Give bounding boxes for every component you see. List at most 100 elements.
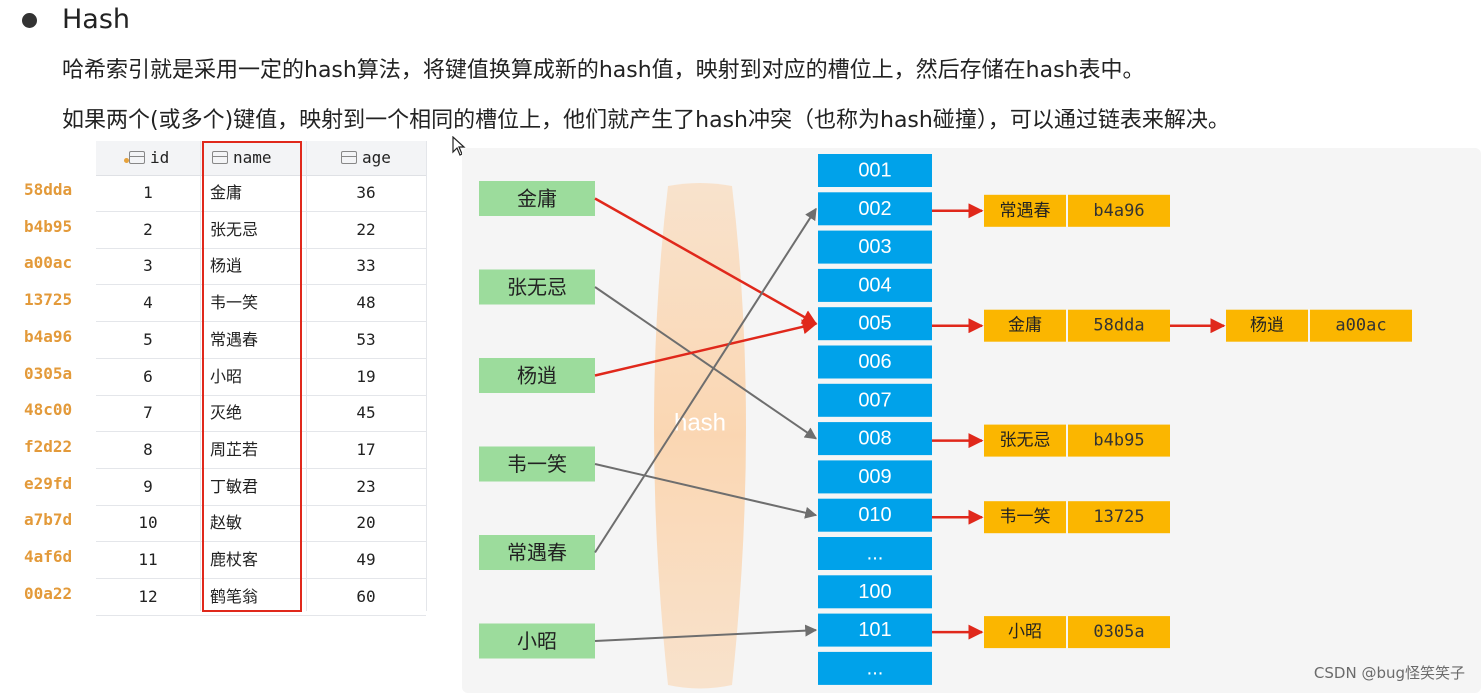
entry-hash: b4a96: [1093, 201, 1144, 221]
entry-hash-cell[interactable]: [1068, 616, 1170, 649]
key-node-label: 杨逍: [517, 364, 557, 388]
hash-slot[interactable]: [818, 613, 932, 647]
key-node[interactable]: [479, 269, 595, 305]
primary-key-column-icon: [124, 151, 145, 164]
cell-id: 5: [143, 329, 153, 349]
cell-age: 20: [356, 513, 376, 533]
cell-id: 10: [138, 513, 158, 533]
entry-name-cell[interactable]: [984, 424, 1066, 457]
entry-name-cell[interactable]: [984, 616, 1066, 649]
table-row[interactable]: 10 赵敏 20: [96, 505, 426, 543]
hash-slot[interactable]: [818, 230, 932, 264]
table-row[interactable]: 3 杨逍 33: [96, 248, 426, 286]
entry-name-cell[interactable]: [984, 194, 1066, 227]
hash-slot[interactable]: [818, 651, 932, 685]
key-node[interactable]: [479, 623, 595, 659]
entry-hash-cell[interactable]: [1310, 309, 1412, 342]
key-node[interactable]: [479, 446, 595, 482]
key-node[interactable]: [479, 358, 595, 393]
hash-slot[interactable]: [818, 268, 932, 302]
cell-name: 赵敏: [210, 513, 243, 533]
hash-code: e29fd: [24, 473, 73, 493]
entry-hash-cell[interactable]: [1068, 309, 1170, 342]
cell-id: 3: [143, 256, 153, 276]
cell-name: 灭绝: [210, 403, 243, 423]
column-icon: [341, 151, 357, 164]
cell-name: 金庸: [210, 183, 243, 202]
entry-hash: b4b95: [1093, 431, 1144, 451]
entry-hash: 13725: [1093, 507, 1144, 527]
mapping-arrow: [594, 319, 818, 377]
cell-name: 常遇春: [210, 329, 259, 349]
hash-slot[interactable]: [818, 498, 932, 532]
column-header-name[interactable]: name: [212, 141, 272, 175]
column-header-id[interactable]: id: [124, 141, 169, 175]
hash-slot[interactable]: [818, 575, 932, 609]
hash-slot[interactable]: [818, 383, 932, 417]
hash-slot[interactable]: [818, 422, 932, 456]
hash-function-label: hash: [674, 410, 726, 437]
cell-id: 2: [143, 219, 153, 239]
entry-name: 韦一笑: [1000, 507, 1051, 527]
key-node-label: 金庸: [517, 187, 557, 211]
cell-name: 丁敏君: [210, 476, 259, 496]
hash-slot-label: 010: [858, 504, 891, 526]
entry-name: 张无忌: [1000, 431, 1051, 451]
hash-slot-label: ...: [867, 543, 884, 565]
mapping-arrow: [594, 624, 818, 642]
name-column-highlight: [202, 141, 302, 612]
key-node[interactable]: [479, 181, 595, 216]
mapping-arrow: [594, 463, 818, 519]
hash-slot[interactable]: [818, 345, 932, 379]
cell-id: 9: [143, 476, 153, 496]
key-node-label: 小昭: [517, 629, 557, 653]
hash-slot-label: 101: [858, 619, 891, 641]
column-divider: [200, 141, 201, 611]
hash-slot[interactable]: [818, 192, 932, 226]
bullet: [22, 13, 37, 28]
heading: Hash: [62, 4, 131, 35]
hash-slot[interactable]: [818, 537, 932, 570]
entry-hash-cell[interactable]: [1068, 194, 1170, 227]
hash-code: 0305a: [24, 363, 73, 383]
hash-slot[interactable]: [818, 460, 932, 494]
hash-slot-label: 002: [858, 198, 891, 220]
entry-name-cell[interactable]: [1226, 309, 1308, 342]
cell-name: 周芷若: [210, 439, 259, 459]
entry-name-cell[interactable]: [984, 501, 1066, 534]
cell-id: 12: [138, 586, 158, 606]
cell-age: 33: [356, 256, 376, 276]
cell-name: 鹤笔翁: [210, 586, 259, 606]
cell-age: 22: [356, 219, 376, 239]
entry-hash-cell[interactable]: [1068, 424, 1170, 457]
hash-diagram-panel: [462, 148, 1481, 693]
hash-slot[interactable]: [818, 154, 932, 187]
entry-name: 金庸: [1008, 316, 1042, 336]
cell-name: 杨逍: [210, 256, 243, 276]
hash-code: b4a96: [24, 326, 73, 346]
cell-age: 17: [356, 439, 376, 459]
entry-name-cell[interactable]: [984, 309, 1066, 342]
hash-code: a00ac: [24, 253, 73, 273]
hash-slot-label: 009: [858, 466, 891, 488]
key-node[interactable]: [479, 535, 595, 570]
table-header: id name age: [96, 141, 426, 176]
paragraph-hash-collision: 如果两个(或多个)键值，映射到一个相同的槽位上，他们就产生了hash冲突（也称为…: [62, 108, 1230, 133]
column-header-age[interactable]: age: [341, 141, 391, 175]
hash-code: a7b7d: [24, 510, 73, 530]
entry-hash-cell[interactable]: [1068, 501, 1170, 534]
hash-slot-label: 003: [858, 236, 891, 258]
hash-slot[interactable]: [818, 307, 932, 341]
cell-id: 7: [143, 403, 153, 423]
